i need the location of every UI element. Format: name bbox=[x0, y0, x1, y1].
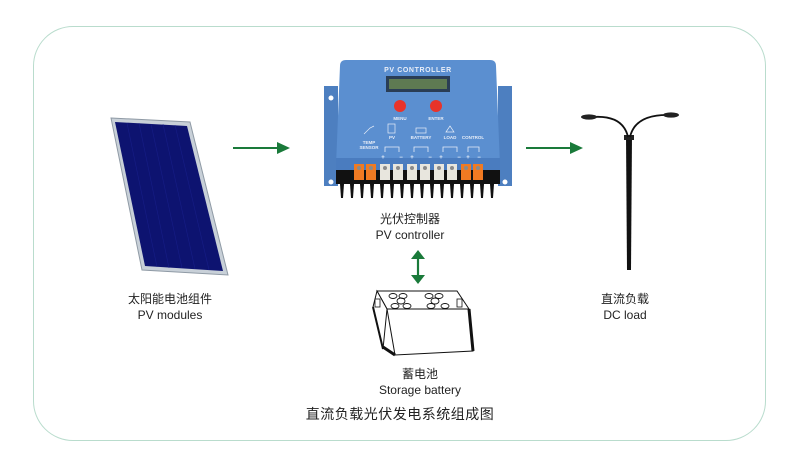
control-plus: + bbox=[466, 155, 470, 161]
temp-sensor-label-2: SENSOR bbox=[359, 145, 379, 150]
battery-plus: + bbox=[410, 155, 414, 161]
pv-controller-label-zh: 光伏控制器 bbox=[379, 212, 440, 226]
pv-modules-label-en: PV modules bbox=[137, 308, 203, 322]
enter-button-label: ENTER bbox=[428, 116, 444, 121]
battery-minus: − bbox=[428, 155, 432, 161]
pv-terminal-label: PV bbox=[389, 135, 395, 140]
temp-sensor-label-1: TEMP bbox=[363, 140, 376, 145]
dc-load-label-zh: 直流负载 bbox=[600, 292, 649, 306]
solar-panel-icon bbox=[110, 117, 229, 276]
arrow-pv-to-controller bbox=[233, 142, 290, 154]
device-brand-text: PV CONTROLLER bbox=[384, 67, 452, 74]
street-lamp-icon bbox=[581, 112, 679, 270]
storage-battery-label: 蓄电池 Storage battery bbox=[345, 366, 495, 398]
diagram-title: 直流负载光伏发电系统组成图 bbox=[305, 406, 495, 422]
pv-plus: + bbox=[381, 155, 385, 161]
battery-terminal-label: BATTERY bbox=[411, 135, 432, 140]
pv-modules-label: 太阳能电池组件 PV modules bbox=[100, 291, 240, 323]
menu-button-label: MENU bbox=[393, 116, 406, 121]
dc-load-label: 直流负载 DC load bbox=[570, 291, 680, 323]
pv-controller-label: 光伏控制器 PV controller bbox=[340, 211, 480, 243]
pv-modules-label-zh: 太阳能电池组件 bbox=[127, 292, 212, 306]
storage-battery-label-en: Storage battery bbox=[378, 383, 462, 397]
control-terminal-label: CONTROL bbox=[462, 135, 484, 140]
load-terminal-label: LOAD bbox=[444, 135, 457, 140]
load-minus: − bbox=[457, 155, 461, 161]
control-minus: − bbox=[477, 155, 481, 161]
storage-battery-label-zh: 蓄电池 bbox=[401, 367, 438, 381]
load-plus: + bbox=[439, 155, 443, 161]
diagram-frame bbox=[33, 26, 766, 441]
arrow-controller-battery-bidirectional bbox=[411, 250, 425, 284]
pv-controller-label-en: PV controller bbox=[375, 228, 445, 242]
arrow-controller-to-load bbox=[526, 142, 583, 154]
dc-load-label-en: DC load bbox=[603, 308, 647, 322]
pv-minus: − bbox=[399, 155, 403, 161]
battery-icon bbox=[372, 289, 475, 357]
pv-controller-icon: PV CONTROLLER MENU ENTER TEMP SENSOR PV … bbox=[324, 60, 512, 198]
